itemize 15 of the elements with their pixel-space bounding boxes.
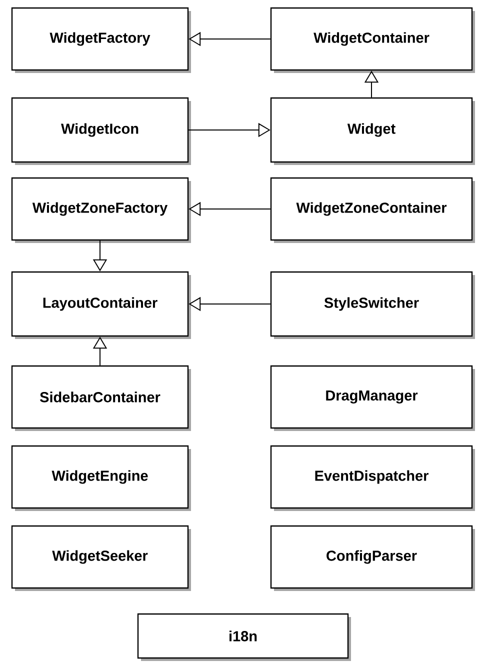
class-box: WidgetContainer bbox=[270, 7, 475, 73]
class-box: EventDispatcher bbox=[270, 445, 475, 511]
class-box: LayoutContainer bbox=[11, 271, 191, 339]
class-box: WidgetSeeker bbox=[11, 525, 191, 591]
class-box: WidgetZoneFactory bbox=[11, 177, 191, 243]
class-box: SidebarContainer bbox=[11, 365, 191, 431]
class-box: StyleSwitcher bbox=[270, 271, 475, 339]
class-box: DragManager bbox=[270, 365, 475, 431]
class-box: WidgetFactory bbox=[11, 7, 191, 73]
class-box: Widget bbox=[270, 97, 475, 165]
class-box: i18n bbox=[137, 613, 351, 661]
class-box: WidgetIcon bbox=[11, 97, 191, 165]
class-box: ConfigParser bbox=[270, 525, 475, 591]
class-box: WidgetZoneContainer bbox=[270, 177, 475, 243]
class-box: WidgetEngine bbox=[11, 445, 191, 511]
